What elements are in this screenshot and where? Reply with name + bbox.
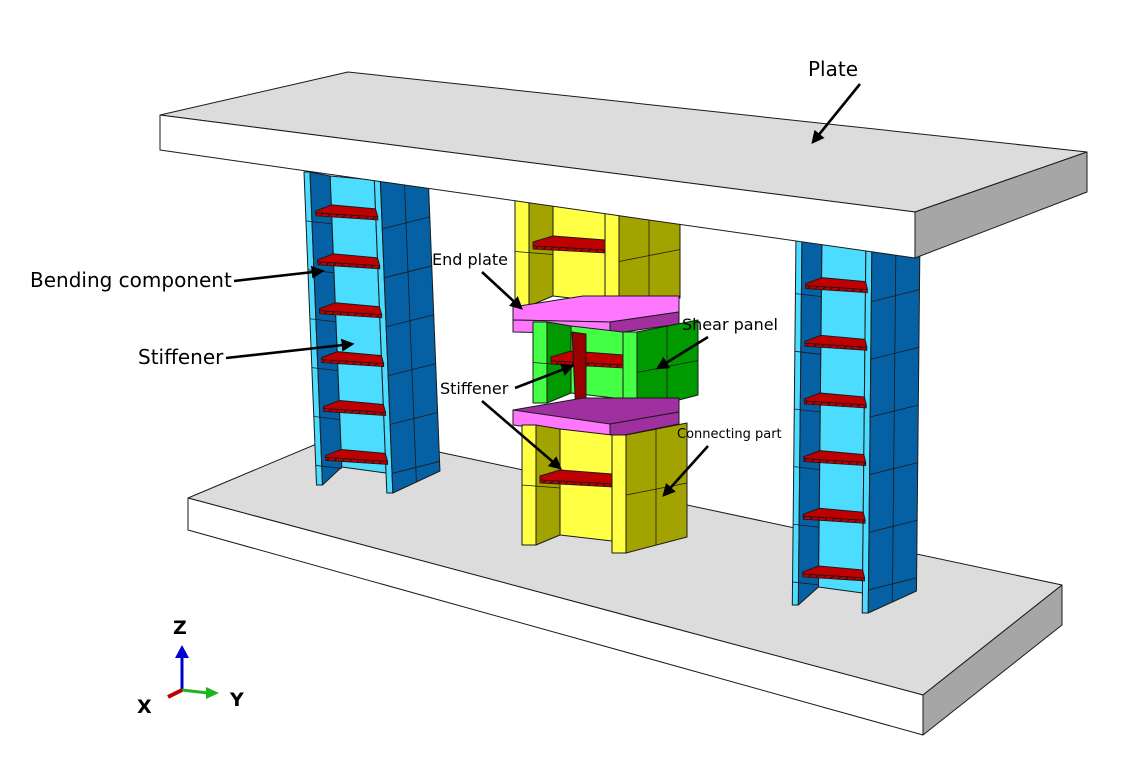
- bending-right-mesh-line: [870, 346, 919, 360]
- bending-right-mesh-line: [794, 350, 821, 355]
- arrow-stiffener-center: [514, 363, 575, 390]
- y-axis-head: [206, 687, 219, 699]
- label-shear-panel: Shear panel: [682, 315, 778, 334]
- bending-component-left: [303, 167, 441, 494]
- arrow-stiffener-center-2: [481, 400, 562, 470]
- top-plate: [159, 71, 1088, 259]
- connecting-part-bottom-mesh-line: [521, 484, 561, 489]
- bending-right-stiffener-edge: [802, 573, 865, 582]
- shear-panel-stiffener: [550, 350, 624, 366]
- bending-left-mesh-line: [313, 416, 340, 420]
- bending-right-mesh-line: [869, 462, 918, 476]
- connecting-part-bottom-flange-outer-right: [625, 422, 688, 554]
- x-axis-arrow: [167, 688, 183, 699]
- bending-left-mesh-line: [386, 314, 434, 328]
- label-stiffener-center: Stiffener: [440, 379, 509, 398]
- bending-right-mesh-line: [793, 523, 820, 528]
- bending-left-stiffener-edge: [317, 261, 381, 270]
- bending-right-web: [817, 239, 867, 594]
- connecting-part-bottom-stiffener-edge: [539, 479, 613, 488]
- bending-right-mesh-line: [794, 408, 821, 413]
- top-plate-side-face: [914, 151, 1088, 259]
- connecting-part-top-stiffener-edge: [532, 245, 606, 254]
- bending-left-mesh-line: [390, 412, 438, 425]
- y-axis-arrow: [181, 688, 209, 695]
- label-connecting-part: Connecting part: [677, 427, 782, 442]
- arrow-shear-panel: [655, 335, 709, 370]
- bending-right-stiffener-edge: [804, 342, 868, 351]
- arrow-stiffener-left: [225, 338, 355, 360]
- z-axis-head: [175, 645, 189, 658]
- bending-left-stiffener-edge: [323, 408, 387, 416]
- end-plate-lower-side: [609, 411, 680, 439]
- bending-component-right: [791, 231, 921, 614]
- label-end-plate: End plate: [432, 250, 508, 269]
- x-axis-label: X: [137, 696, 152, 718]
- bottom-plate: [187, 431, 1063, 736]
- annotations: Plate Bending component Stiffener End pl…: [30, 57, 862, 497]
- bending-left-mesh-line: [384, 265, 432, 279]
- bending-right-mesh-line: [792, 581, 819, 586]
- bending-right-mesh-line: [870, 404, 919, 418]
- center-column: [512, 194, 699, 554]
- bending-left-mesh-line: [403, 173, 417, 483]
- bending-right-mesh-line: [868, 519, 918, 533]
- connecting-part-top-mesh-line: [618, 249, 681, 262]
- bending-left-mesh-line: [305, 220, 333, 225]
- bending-right-stiffener-edge: [803, 400, 867, 409]
- arrow-bending-component: [233, 265, 325, 283]
- bending-left-stiffener-edge: [321, 359, 385, 368]
- bending-left-mesh-line: [388, 363, 436, 377]
- bending-left-mesh-line: [391, 461, 440, 474]
- bending-left-mesh-line: [311, 367, 338, 372]
- connecting-part-top-stiffener: [532, 235, 606, 251]
- bending-left-mesh-line: [382, 216, 430, 230]
- bending-left-stiffener-edge: [325, 457, 389, 465]
- bending-right-mesh-line: [891, 237, 897, 603]
- arrow-connecting-part: [662, 445, 709, 497]
- connecting-part-top-flange-inner-left: [528, 196, 554, 307]
- bending-left-mesh-line: [315, 465, 342, 469]
- arrow-plate: [811, 83, 862, 145]
- bending-right-mesh-line: [871, 289, 920, 303]
- connecting-part-bottom-flange-inner-left: [535, 424, 561, 546]
- connecting-part-bottom-flange-edge-right: [611, 434, 627, 554]
- bending-right-stiffener-edge: [802, 515, 866, 524]
- bending-right-mesh-line: [793, 466, 820, 471]
- bending-right-mesh-line: [868, 577, 917, 591]
- arrow-end-plate: [481, 271, 523, 310]
- connecting-part-top-mesh-line: [514, 251, 554, 255]
- y-axis-label: Y: [229, 689, 244, 711]
- label-stiffener-left: Stiffener: [138, 345, 224, 369]
- bending-left-stiffener-edge: [319, 310, 383, 319]
- bending-right-stiffener-edge: [803, 458, 867, 467]
- bottom-plate-side-face: [922, 584, 1063, 736]
- z-axis-label: Z: [173, 617, 187, 639]
- label-plate: Plate: [808, 57, 858, 81]
- shear-panel-stiffener-edge: [550, 360, 624, 369]
- axis-triad: Z Y X: [137, 617, 244, 718]
- label-bending-component: Bending component: [30, 268, 232, 292]
- connecting-part-bottom-mesh-line: [625, 482, 688, 496]
- bending-left-mesh-line: [309, 318, 337, 323]
- bending-right-stiffener-edge: [805, 285, 868, 294]
- bending-left-stiffener-edge: [315, 212, 379, 221]
- connecting-part-bottom-stiffener: [539, 469, 613, 485]
- bending-right-mesh-line: [795, 293, 822, 298]
